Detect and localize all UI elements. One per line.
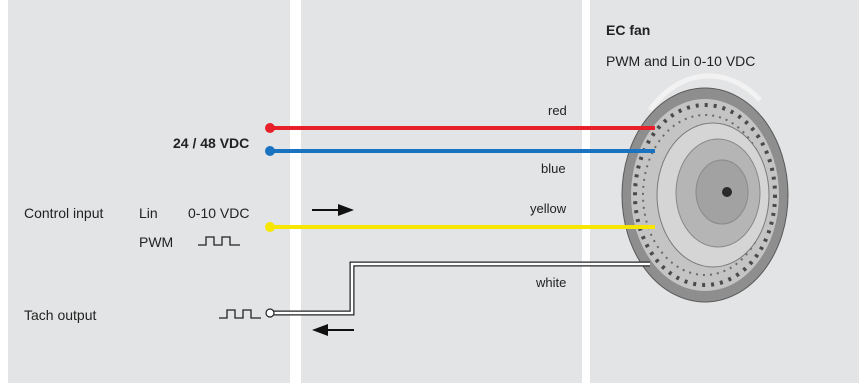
pwm-label: PWM: [139, 234, 174, 250]
tach-pulse-icon: [219, 309, 261, 319]
red-wire-terminal: [265, 123, 275, 133]
fan-subtitle: PWM and Lin 0-10 VDC: [606, 53, 756, 69]
ec-fan-image: [621, 73, 789, 303]
yellow-wire-label: yellow: [530, 201, 567, 216]
supply-voltage-label: 24 / 48 VDC: [173, 135, 250, 151]
pwm-pulse-icon: [198, 236, 240, 246]
yellow-wire-terminal: [265, 222, 275, 232]
signal-in-arrow: [312, 204, 354, 216]
controller-panel: [8, 0, 290, 383]
lin-label: Lin: [139, 205, 158, 221]
blue-wire-terminal: [265, 146, 275, 156]
red-wire-label: red: [548, 103, 567, 118]
signal-out-arrow: [312, 324, 354, 336]
tach-output-label: Tach output: [24, 307, 97, 323]
lin-value: 0-10 VDC: [188, 205, 250, 221]
control-input-label: Control input: [24, 205, 104, 221]
fan-title: EC fan: [606, 22, 651, 38]
cable-panel: [301, 0, 582, 383]
white-wire: [270, 261, 650, 316]
white-wire-label: white: [536, 275, 567, 290]
white-wire-terminal: [265, 308, 275, 318]
wires: [265, 123, 655, 318]
blue-wire-label: blue: [541, 161, 566, 176]
